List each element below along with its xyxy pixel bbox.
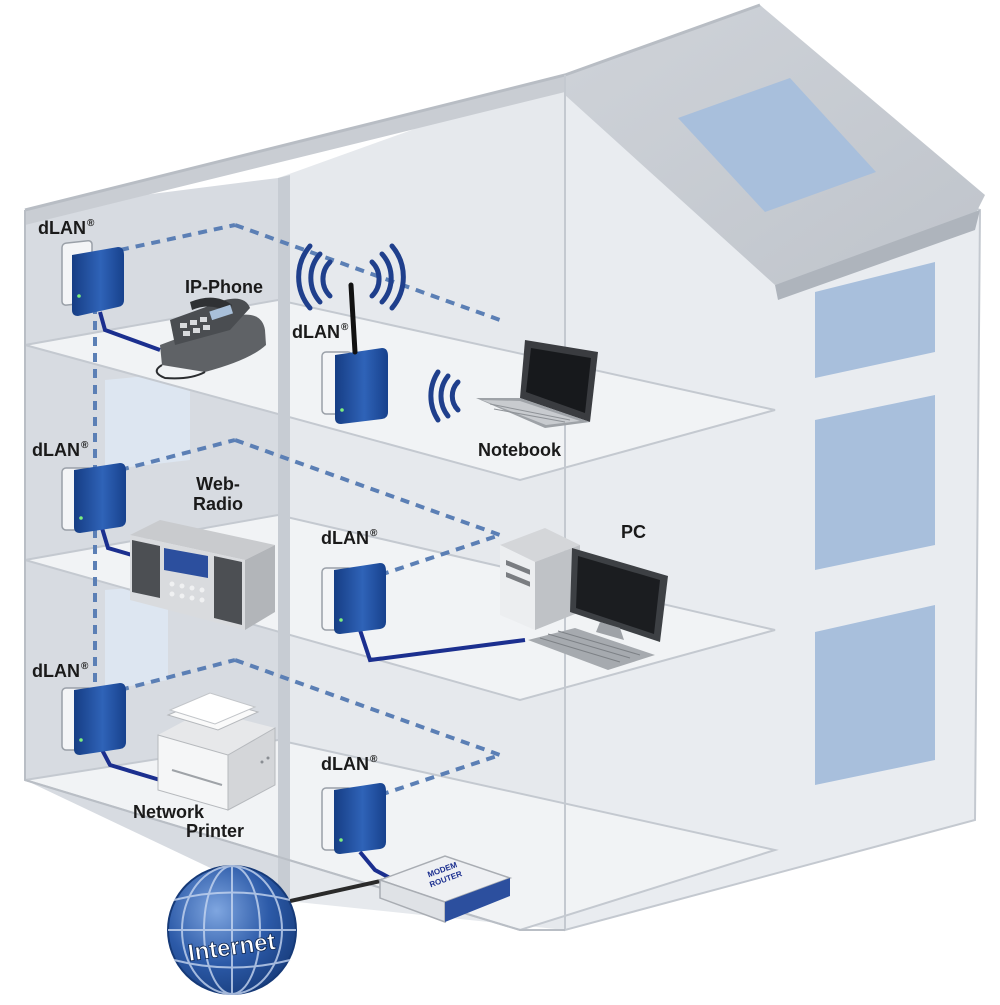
wifi-signal-icon xyxy=(296,243,406,311)
dlan-label-top-left: dLAN® xyxy=(38,218,95,238)
web-radio-label: Web-Radio xyxy=(188,474,248,514)
dlan-adapter-router xyxy=(321,783,386,854)
modem-router-icon xyxy=(377,855,513,924)
internet-globe-icon xyxy=(167,865,297,995)
dlan-label-router: dLAN® xyxy=(321,754,378,774)
notebook-label: Notebook xyxy=(478,440,561,460)
notebook-icon xyxy=(476,340,598,428)
network-printer-label-line1: Network xyxy=(133,802,205,822)
dlan-adapter-pc xyxy=(321,563,386,634)
window-bottom xyxy=(815,605,935,785)
ip-phone-label: IP-Phone xyxy=(185,277,264,297)
network-cables xyxy=(98,311,526,880)
dlan-label-middle-left: dLAN® xyxy=(32,440,89,460)
web-radio-icon xyxy=(130,520,275,630)
window-middle xyxy=(815,395,935,570)
dlan-adapter-wireless xyxy=(321,282,388,424)
network-printer-icon xyxy=(157,692,276,811)
dlan-adapter-bottom-left xyxy=(61,683,126,755)
network-printer-label-line2: Printer xyxy=(186,821,245,841)
skylight xyxy=(678,78,876,212)
ip-phone-icon xyxy=(155,297,266,380)
dlan-label-wireless: dLAN® xyxy=(292,322,349,342)
web-radio-label-line1: Web- xyxy=(196,474,240,494)
pc-label: PC xyxy=(621,522,647,542)
pc-icon xyxy=(500,528,668,670)
window-top xyxy=(815,262,935,378)
dlan-label-pc: dLAN® xyxy=(321,528,378,548)
notebook-wifi-icon xyxy=(428,369,461,423)
antenna xyxy=(348,282,358,355)
internet-label: Internet xyxy=(186,928,277,967)
web-radio-label-line2: Radio xyxy=(192,494,243,514)
dlan-adapter-middle-left xyxy=(61,463,126,533)
dlan-label-bottom-left: dLAN® xyxy=(32,661,89,681)
dlan-adapter-top-left xyxy=(61,239,124,316)
